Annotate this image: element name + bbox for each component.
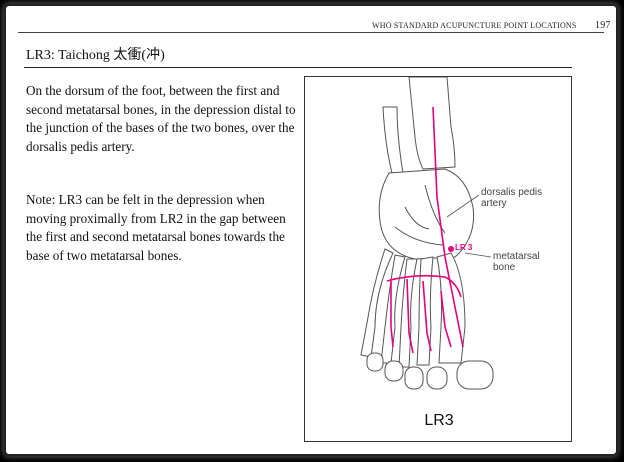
tarsal-subdivision-1 <box>404 206 430 230</box>
toe-4 <box>384 360 404 382</box>
meridian-main <box>432 106 464 348</box>
metatarsal-5 <box>360 248 394 358</box>
artery-label-line2: artery <box>481 198 507 209</box>
tibia-bone <box>408 77 456 170</box>
tarsal-subdivision-3 <box>394 226 444 246</box>
meridian-branch-1 <box>386 274 462 298</box>
bone-label: metatarsal bone <box>493 251 540 273</box>
bone-label-line2: bone <box>493 262 516 273</box>
meridian-branch-2 <box>390 281 394 348</box>
foot-illustration <box>360 77 494 390</box>
point-note: Note: LR3 can be felt in the depression … <box>26 191 298 265</box>
artery-leader-line <box>446 194 480 218</box>
document-page: WHO STANDARD ACUPUNCTURE POINT LOCATIONS… <box>6 6 616 454</box>
description-text: On the dorsum of the foot, between the f… <box>26 83 296 154</box>
tarsal-bones <box>378 168 475 260</box>
toe-3 <box>404 366 424 390</box>
figure-caption: LR3 <box>424 412 454 429</box>
title-rule <box>24 67 572 68</box>
note-text: Note: LR3 can be felt in the depression … <box>26 192 286 263</box>
metatarsal-1 <box>436 252 466 364</box>
bone-leader-line <box>464 252 492 258</box>
point-title: LR3: Taichong 太衝(冲) <box>26 48 165 63</box>
foot-figure: LR 3 dorsalis pedis artery metatarsal bo… <box>304 76 572 442</box>
artery-label-line1: dorsalis pedis <box>481 187 543 198</box>
meridian-branch-5 <box>440 290 452 348</box>
meridian-branch-4 <box>422 280 432 352</box>
lr3-point-label: LR 3 <box>455 243 473 252</box>
toe-5 <box>366 352 384 372</box>
fibula-bone <box>382 106 404 178</box>
meridian-branch-3 <box>406 278 414 354</box>
page-number: 197 <box>595 20 611 31</box>
running-title: WHO STANDARD ACUPUNCTURE POINT LOCATIONS <box>372 21 577 30</box>
toe-2 <box>426 366 448 390</box>
toe-1 <box>456 360 494 390</box>
bone-label-line1: metatarsal <box>493 251 540 262</box>
lr3-point-marker <box>448 246 454 252</box>
point-description: On the dorsum of the foot, between the f… <box>26 82 298 156</box>
running-header: WHO STANDARD ACUPUNCTURE POINT LOCATIONS… <box>6 16 614 32</box>
header-rule <box>18 32 604 33</box>
artery-label: dorsalis pedis artery <box>481 187 542 209</box>
tarsal-subdivision-2 <box>424 184 446 234</box>
